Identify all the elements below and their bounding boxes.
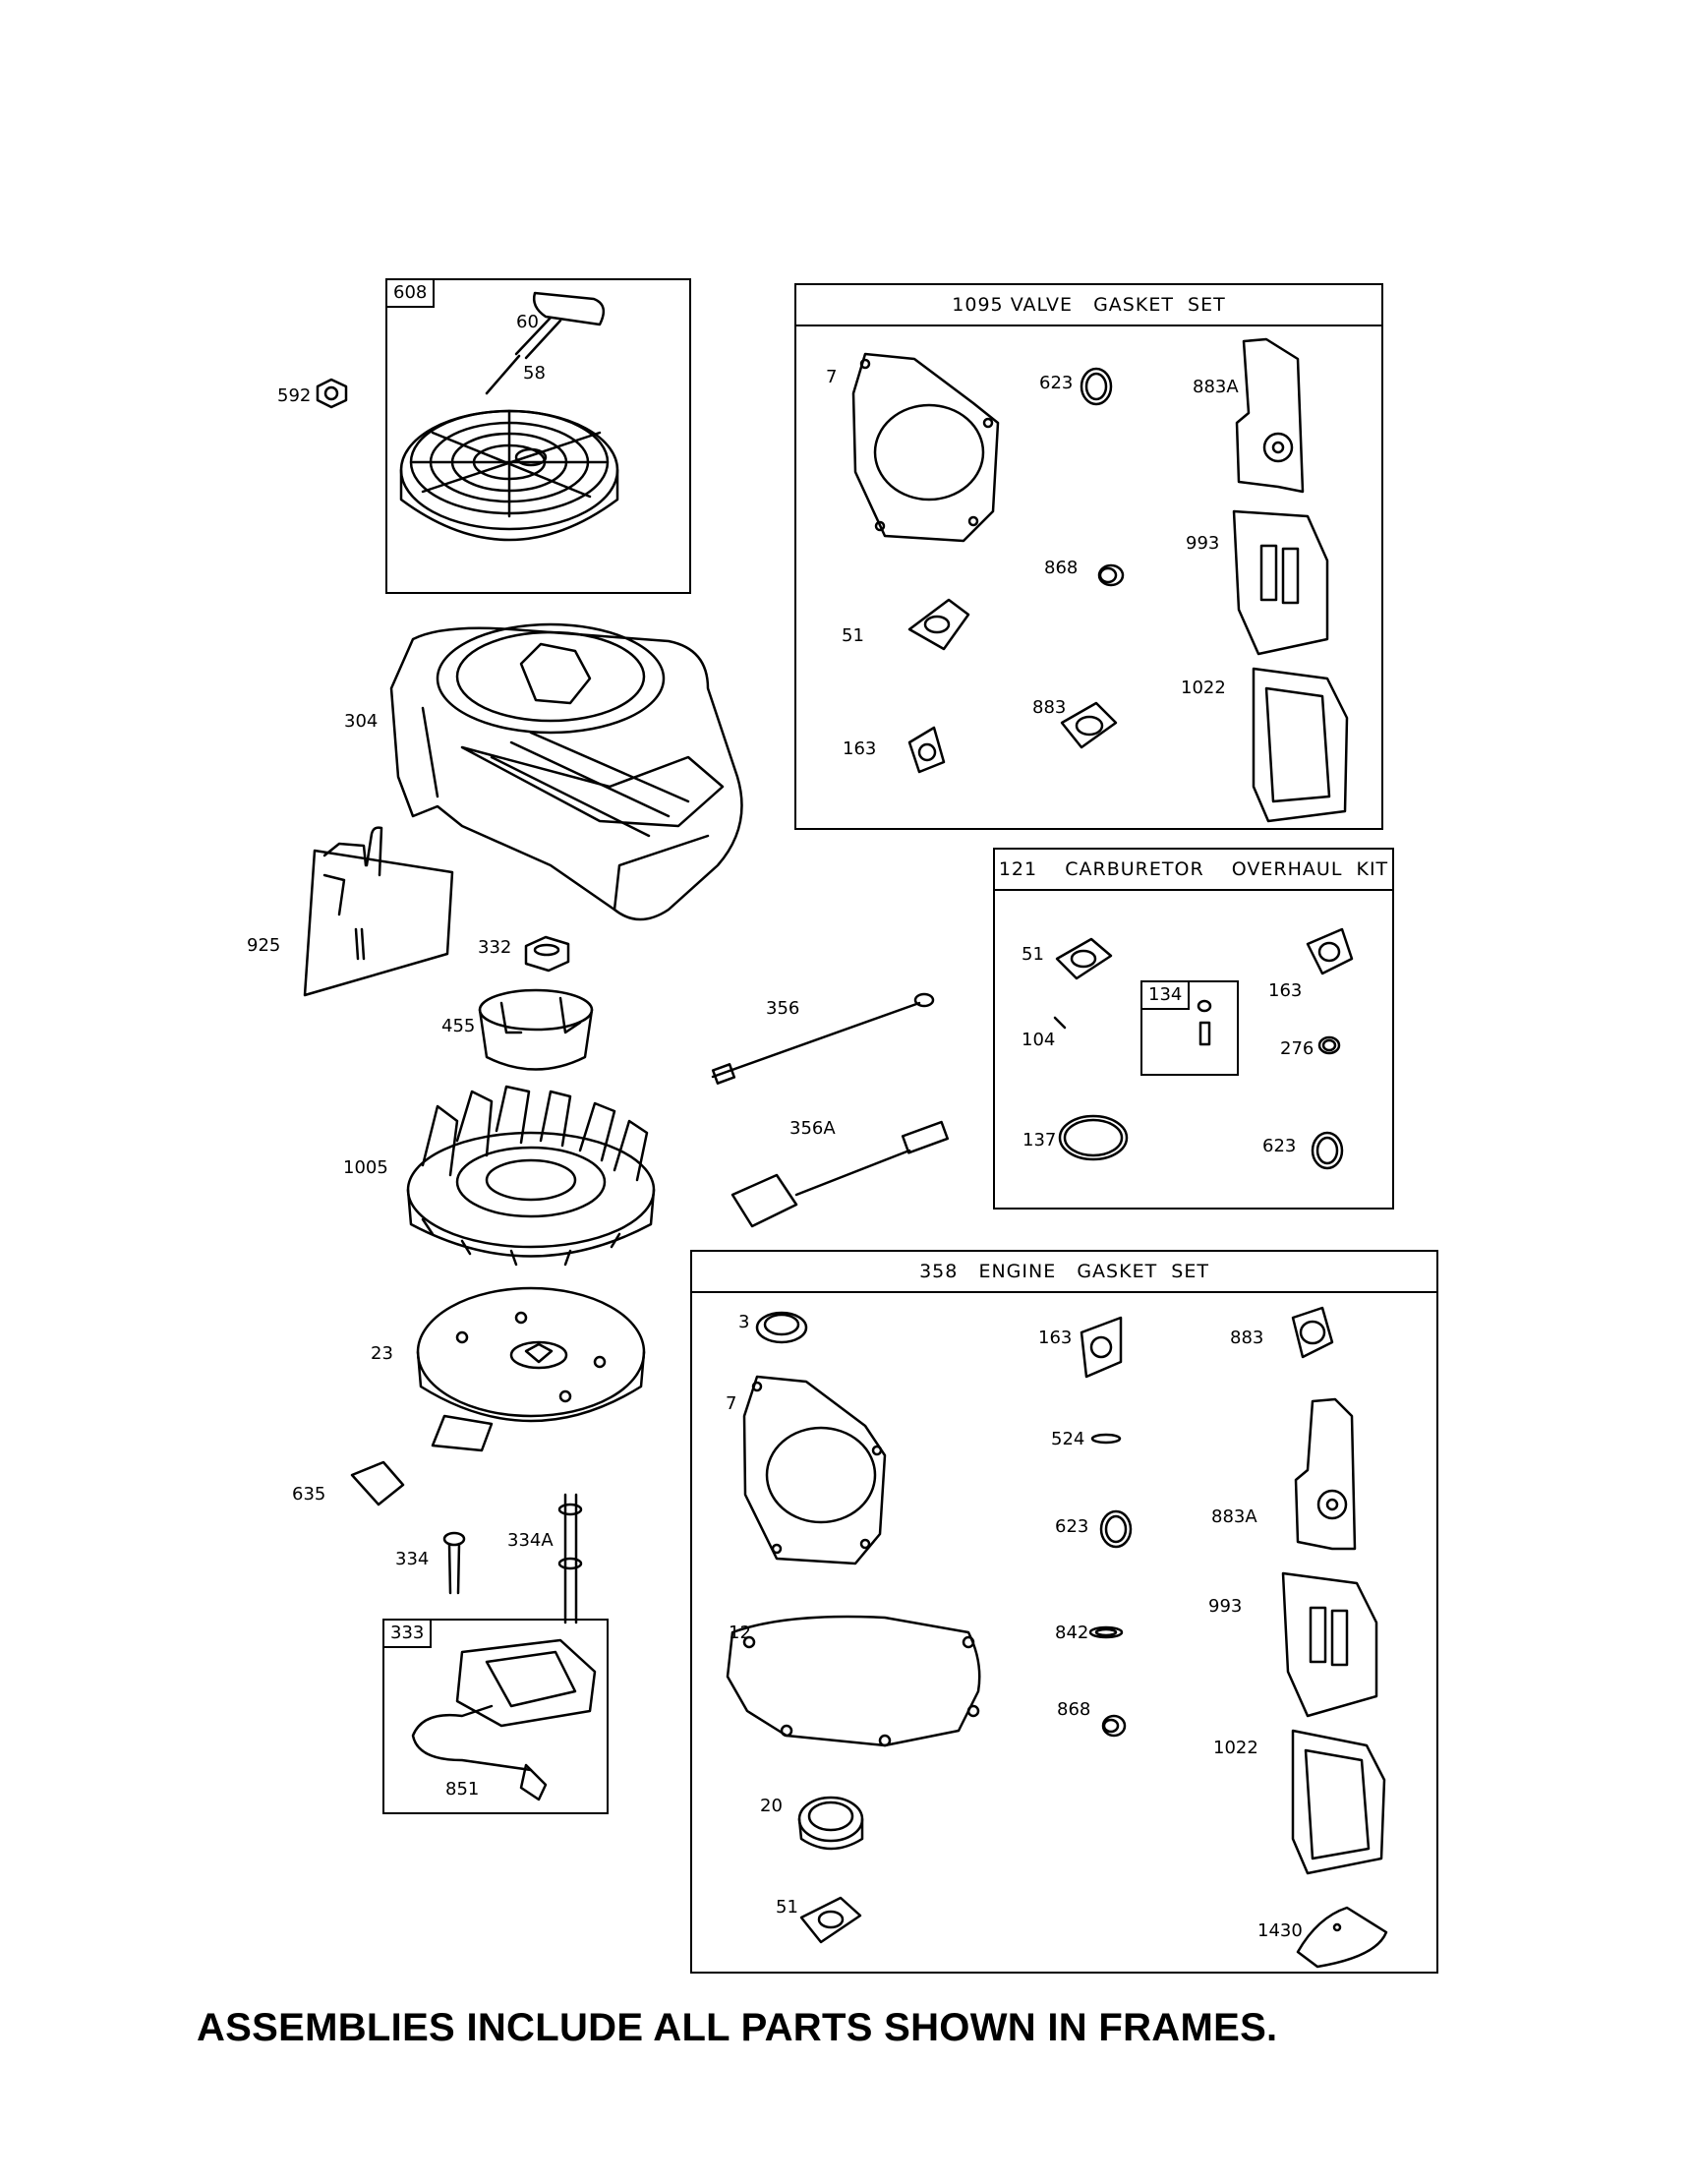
frame-358-engine-gasket-set: 358 ENGINE GASKET SET [690,1250,1438,1974]
valve-set-label-883: 883 [1032,697,1067,718]
engine-set-label-883: 883 [1230,1328,1264,1348]
part-356-ground-wire [711,992,935,1085]
valve-set-label-868: 868 [1044,558,1079,578]
part-608-recoil-starter [399,291,619,542]
part-332-flywheel-nut [524,935,570,973]
frame-608-id: 608 [385,278,436,308]
part-label-1005: 1005 [343,1157,388,1178]
frame-134-float-bowl-parts: 134 [1140,980,1239,1076]
part-304-blower-housing [389,622,743,921]
carb-kit-label-276: 276 [1280,1038,1314,1059]
engine-set-label-51: 51 [776,1897,798,1918]
part-label-58: 58 [523,363,546,384]
valve-set-label-7: 7 [826,367,838,387]
valve-set-label-163: 163 [843,738,877,759]
part-925-air-guide [303,826,454,997]
part-label-925: 925 [247,935,281,956]
engine-set-label-1022: 1022 [1213,1738,1258,1758]
carb-kit-label-137: 137 [1022,1130,1057,1151]
frame-134-id: 134 [1140,980,1191,1010]
frame-121-carburetor-overhaul-kit: 121 CARBURETOR OVERHAUL KIT 134 [993,848,1394,1210]
part-1005-flywheel-fan [406,1085,656,1267]
part-23-flywheel [416,1286,646,1452]
part-label-334: 334 [395,1549,430,1569]
frame-333-id: 333 [382,1619,433,1648]
part-label-334A: 334A [507,1530,554,1551]
carburetor-kit-parts [1053,927,1354,1170]
part-label-60: 60 [516,312,539,332]
engine-set-label-993: 993 [1208,1596,1243,1617]
valve-set-label-993: 993 [1186,533,1220,554]
frame-1095-title: 1095 VALVE GASKET SET [796,285,1381,326]
part-label-851: 851 [445,1779,480,1800]
part-label-356: 356 [766,998,800,1019]
engine-set-label-163: 163 [1038,1328,1073,1348]
carb-kit-label-51: 51 [1022,944,1044,965]
part-333-ignition-armature [411,1638,597,1801]
engine-set-label-12: 12 [729,1623,751,1643]
valve-set-label-883A: 883A [1193,377,1239,397]
engine-set-label-3: 3 [738,1312,750,1332]
engine-set-label-623: 623 [1055,1516,1089,1537]
engine-set-label-20: 20 [760,1796,783,1816]
valve-gasket-set-parts [851,337,1349,823]
frame-121-title: 121 CARBURETOR OVERHAUL KIT [995,850,1392,891]
engine-set-label-868: 868 [1057,1699,1091,1720]
carb-kit-label-163: 163 [1268,980,1303,1001]
carb-kit-label-104: 104 [1022,1030,1056,1050]
part-635-pin [350,1460,405,1506]
part-label-592: 592 [277,385,312,406]
engine-set-label-524: 524 [1051,1429,1085,1449]
part-label-455: 455 [441,1016,476,1036]
part-label-23: 23 [371,1343,393,1364]
part-label-635: 635 [292,1484,326,1505]
frame-333-ignition-armature: 333 [382,1619,609,1814]
part-label-304: 304 [344,711,379,732]
part-label-356A: 356A [789,1118,836,1139]
frame-1095-valve-gasket-set: 1095 VALVE GASKET SET [794,283,1383,830]
valve-set-label-1022: 1022 [1181,678,1226,698]
valve-set-label-51: 51 [842,625,864,646]
engine-set-label-7: 7 [726,1393,737,1414]
frame-358-title: 358 ENGINE GASKET SET [692,1252,1436,1293]
part-334-screw [442,1531,466,1595]
part-label-332: 332 [478,937,512,958]
footer-note: ASSEMBLIES INCLUDE ALL PARTS SHOWN IN FR… [197,2006,1278,2049]
frame-608-recoil-starter: 608 [385,278,691,594]
part-455-starter-cup [478,988,594,1071]
part-592-nut [316,378,348,409]
engine-gasket-set-parts [726,1306,1388,1969]
engine-set-label-842: 842 [1055,1623,1089,1643]
part-356A-stop-switch [730,1120,950,1228]
carb-kit-label-623: 623 [1262,1136,1297,1156]
part-334A-stud [557,1493,583,1624]
engine-set-label-1430: 1430 [1257,1920,1303,1941]
engine-set-label-883A: 883A [1211,1506,1257,1527]
valve-set-label-623: 623 [1039,373,1074,393]
